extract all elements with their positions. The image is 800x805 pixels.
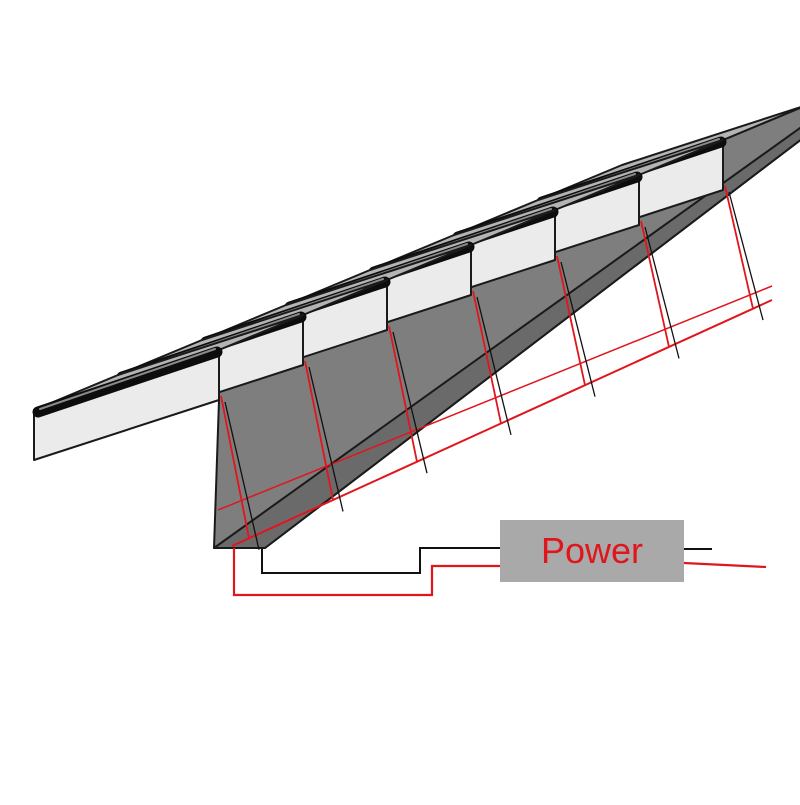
black-branch-wire	[728, 191, 764, 321]
black-branch-wire	[392, 331, 428, 474]
red-branch-wire	[472, 290, 502, 424]
red-branch-wire	[220, 395, 250, 539]
red-branch-wire	[556, 255, 586, 386]
red-lead-wire	[232, 548, 500, 597]
black-branch-wire	[308, 366, 344, 512]
red-trunk-wire	[231, 299, 773, 547]
red-branch-wire	[388, 325, 418, 462]
stair-stringer	[213, 126, 800, 549]
black-branch-wire	[644, 226, 680, 359]
staircase	[32, 106, 800, 549]
wiring	[217, 185, 773, 597]
black-branch-wire	[476, 296, 512, 436]
red-branch-wire	[724, 185, 754, 309]
red-branch-wire	[304, 360, 334, 501]
red-output-wire	[683, 561, 767, 569]
red-branch-wire	[640, 220, 670, 348]
power-supply-box	[500, 520, 684, 582]
black-branch-wire	[224, 401, 260, 550]
led-strip-highlight	[39, 348, 216, 410]
black-branch-wire	[560, 261, 596, 397]
led-strip	[32, 346, 223, 418]
black-lead-wire	[261, 547, 500, 574]
